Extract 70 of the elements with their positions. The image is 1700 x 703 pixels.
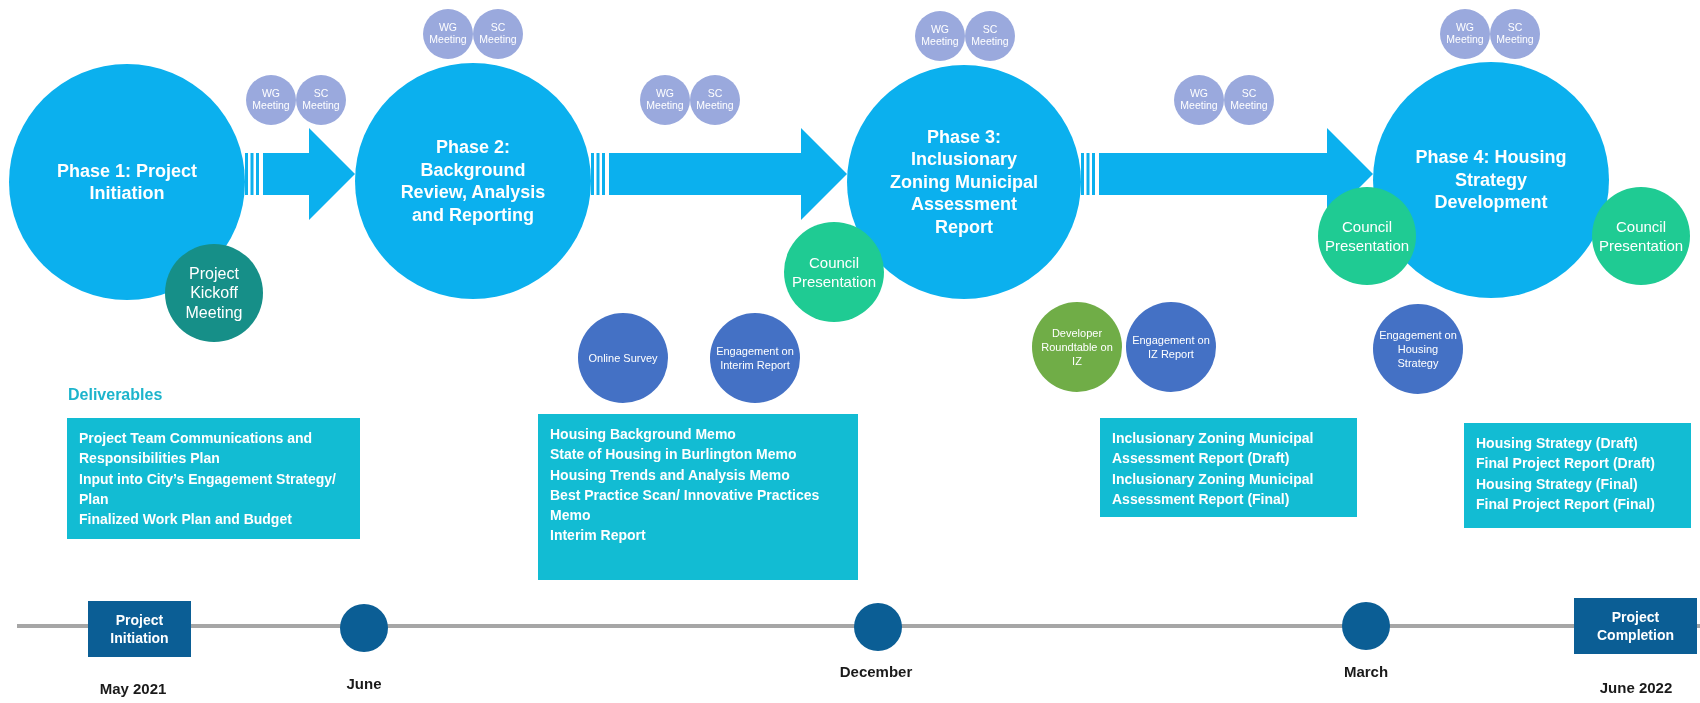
deliverable-item: Inclusionary Zoning Municipal Assessment Report (Final) bbox=[1112, 469, 1315, 509]
section-heading: Deliverables bbox=[68, 386, 163, 404]
engagement-label: Online Survey bbox=[588, 350, 658, 366]
milestone-marker bbox=[88, 601, 191, 657]
deliverable-item: Input into City’s Engagement Strategy/ Plan bbox=[79, 469, 337, 509]
meeting-circle bbox=[965, 11, 1015, 61]
milestone-marker bbox=[1574, 598, 1697, 654]
deliverables-box bbox=[538, 414, 858, 580]
date-label: May 2021 bbox=[99, 680, 167, 697]
meeting-label: WG Meeting bbox=[428, 22, 468, 46]
deliverable-item: Inclusionary Zoning Municipal Assessment Report (Draft) bbox=[1112, 429, 1315, 469]
meeting-label: SC Meeting bbox=[1495, 22, 1535, 46]
deliverable-item: Housing Strategy (Draft) bbox=[1476, 434, 1638, 453]
deliverable-item: Finalized Work Plan and Budget bbox=[79, 510, 292, 530]
phase-title: Phase 1: Project Initiation bbox=[55, 159, 199, 205]
engagement-label: Developer Roundtable on IZ bbox=[1040, 325, 1114, 369]
meeting-circle bbox=[690, 75, 740, 125]
milestone-marker bbox=[1342, 602, 1390, 650]
phase-title: Phase 2: Background Review, Analysis and Reporting bbox=[399, 136, 547, 226]
phase-title: Phase 3: Inclusionary Zoning Municipal Assessment Report bbox=[889, 125, 1039, 239]
meeting-circle bbox=[640, 75, 690, 125]
meeting-circle bbox=[1440, 9, 1490, 59]
meeting-label: SC Meeting bbox=[970, 24, 1010, 48]
meeting-circle bbox=[915, 11, 965, 61]
date-label: December bbox=[839, 663, 913, 680]
deliverable-item: Housing Strategy (Final) bbox=[1476, 474, 1638, 494]
date-label: June bbox=[346, 675, 382, 692]
meeting-circle bbox=[1490, 9, 1540, 59]
meeting-circle bbox=[423, 9, 473, 59]
engagement-label: Engagement on IZ Report bbox=[1131, 332, 1211, 362]
meeting-label: Project Kickoff Meeting bbox=[184, 264, 244, 322]
presentation-label: Council Presentation bbox=[790, 252, 878, 292]
deliverable-item: Housing Trends and Analysis Memo bbox=[550, 465, 790, 485]
deliverables-box bbox=[67, 418, 360, 539]
meeting-label: SC Meeting bbox=[1229, 88, 1269, 112]
meeting-circle bbox=[473, 9, 523, 59]
deliverable-item: State of Housing in Burlington Memo bbox=[550, 445, 797, 465]
milestone-marker bbox=[340, 604, 388, 652]
meeting-label: SC Meeting bbox=[301, 88, 341, 112]
meeting-label: WG Meeting bbox=[251, 88, 291, 112]
engagement-label: Engagement on Interim Report bbox=[715, 343, 795, 373]
meeting-label: SC Meeting bbox=[695, 88, 735, 112]
meeting-label: SC Meeting bbox=[478, 22, 518, 46]
deliverable-item: Final Project Report (Draft) bbox=[1476, 454, 1655, 474]
block-arrow bbox=[245, 128, 355, 220]
milestone-label: Project Initiation bbox=[109, 610, 170, 648]
presentation-label: Council Presentation bbox=[1597, 216, 1685, 256]
deliverable-item: Interim Report bbox=[550, 526, 646, 546]
meeting-label: WG Meeting bbox=[1445, 22, 1485, 46]
meeting-circle bbox=[296, 75, 346, 125]
meeting-circle bbox=[1224, 75, 1274, 125]
deliverables-box bbox=[1464, 423, 1691, 528]
deliverable-item: Final Project Report (Final) bbox=[1476, 494, 1655, 514]
date-label: March bbox=[1343, 663, 1389, 680]
presentation-label: Council Presentation bbox=[1323, 216, 1411, 256]
meeting-label: WG Meeting bbox=[920, 24, 960, 48]
deliverable-item: Project Team Communications and Responsibilities Plan bbox=[79, 429, 314, 469]
date-label: June 2022 bbox=[1599, 679, 1673, 696]
meeting-circle bbox=[246, 75, 296, 125]
meeting-circle bbox=[1174, 75, 1224, 125]
deliverable-item: Best Practice Scan/ Innovative Practices Memo bbox=[550, 485, 821, 526]
phase-title: Phase 4: Housing Strategy Development bbox=[1414, 146, 1568, 214]
deliverables-box bbox=[1100, 418, 1357, 517]
milestone-marker bbox=[854, 603, 902, 651]
block-arrow bbox=[591, 128, 847, 220]
meeting-label: WG Meeting bbox=[1179, 88, 1219, 112]
milestone-label: Project Completion bbox=[1596, 607, 1675, 645]
engagement-label: Engagement on Housing Strategy bbox=[1378, 327, 1458, 371]
deliverable-item: Housing Background Memo bbox=[550, 425, 736, 444]
meeting-label: WG Meeting bbox=[645, 88, 685, 112]
